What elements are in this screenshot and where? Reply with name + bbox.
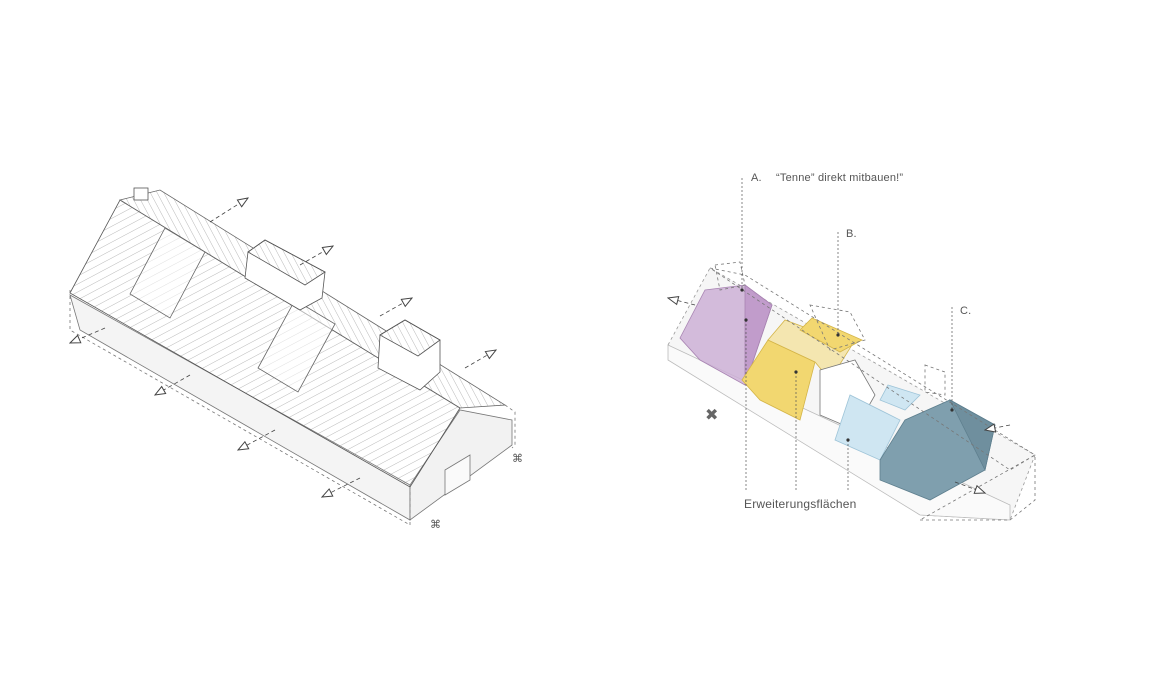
left-cross-icon-1: ⌘ (512, 453, 523, 465)
left-chimney (133, 187, 149, 201)
left-arrow-2 (299, 246, 333, 266)
left-cross-icon-2: ⌘ (430, 519, 441, 531)
label-b: B. (846, 228, 857, 240)
label-c: C. (960, 305, 972, 317)
left-arrow-5 (70, 327, 106, 343)
right-cross-icon: ✖ (705, 407, 718, 424)
left-skylight-2 (257, 299, 336, 393)
label-erweiterungsflaechen: Erweiterungsflächen (744, 497, 857, 511)
label-a-text: “Tenne” direkt mitbauen!” (776, 172, 904, 184)
left-arrow-4 (464, 350, 496, 369)
right-arrow-top (985, 425, 1011, 430)
left-dashed-outline (69, 290, 411, 526)
right-dashed-volumes (709, 261, 1036, 521)
right-arrow-left (668, 298, 696, 306)
left-arrow-3 (379, 298, 412, 317)
zone-b-yellow (741, 339, 816, 421)
leader-dots (740, 288, 954, 442)
left-arrow-1 (209, 198, 248, 223)
left-barn-axonometric: ⌘ ⌘ (69, 187, 523, 531)
zone-b-light-yellow (767, 319, 853, 381)
right-zones-axonometric: ✖ (668, 178, 1036, 521)
left-arrow-8 (322, 477, 361, 497)
label-a-letter: A. (751, 172, 762, 184)
left-gable-door (444, 454, 471, 496)
left-skylight-1 (129, 227, 206, 319)
right-arrow-right (954, 481, 985, 493)
leader-lines (741, 178, 953, 490)
left-dormer-2-roof (379, 319, 441, 357)
left-arrow-7 (238, 429, 276, 450)
zone-light-blue (834, 394, 901, 461)
left-dormer-1-roof (247, 239, 326, 286)
